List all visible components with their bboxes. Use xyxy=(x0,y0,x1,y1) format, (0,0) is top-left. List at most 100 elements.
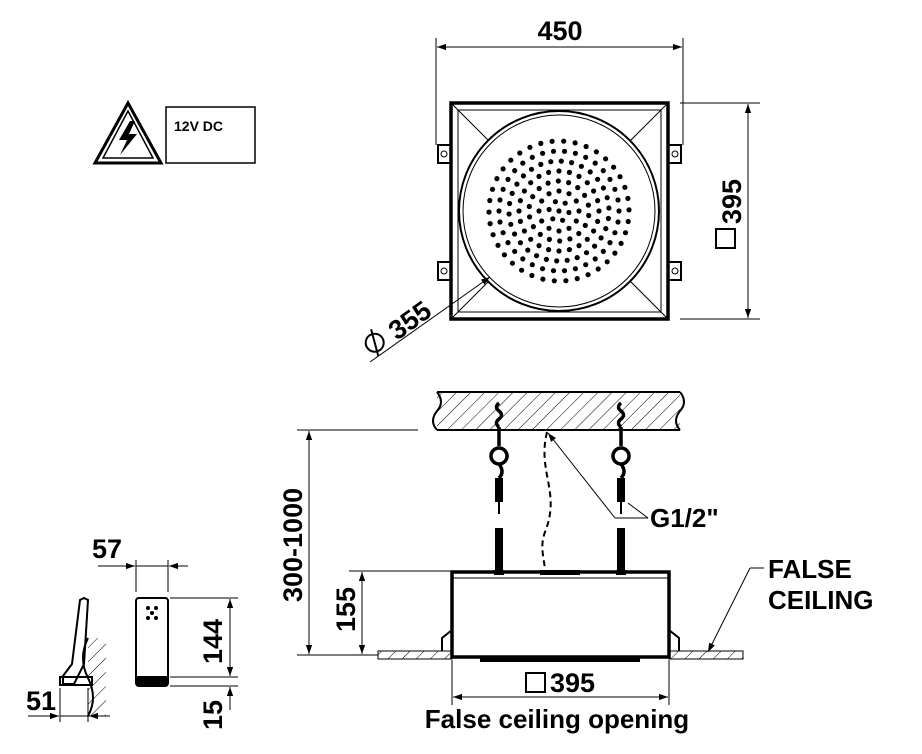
nozzle-hole xyxy=(534,253,540,259)
nozzle-hole xyxy=(536,243,542,249)
nozzle-hole xyxy=(587,169,593,175)
nozzle-hole xyxy=(538,140,544,146)
height-dimension: 395 xyxy=(717,179,747,224)
nozzle-hole xyxy=(626,207,632,213)
nozzle-hole xyxy=(486,209,492,215)
nozzle-hole xyxy=(500,230,506,236)
nozzle-hole xyxy=(537,231,543,237)
nozzle-hole xyxy=(612,186,618,192)
nozzle-hole xyxy=(548,159,554,165)
nozzle-hole xyxy=(555,178,561,184)
nozzle-hole xyxy=(494,176,500,182)
top-view: 450 395 355 xyxy=(364,16,760,363)
nozzle-hole xyxy=(519,267,525,273)
nozzle-hole xyxy=(603,226,609,232)
shower-plate-outline xyxy=(449,101,670,321)
nozzle-hole xyxy=(546,169,552,175)
nozzle-hole xyxy=(545,180,551,186)
nozzle-hole xyxy=(530,224,537,230)
nozzle-hole xyxy=(566,247,573,253)
control-base-dimension: 15 xyxy=(198,700,228,730)
nozzle-hole xyxy=(539,198,545,204)
nozzle-hole xyxy=(583,250,590,256)
nozzle-hole xyxy=(538,161,544,167)
nozzle-hole xyxy=(576,208,582,214)
nozzle-hole xyxy=(622,230,629,236)
control-unit-views: 57 144 15 51 xyxy=(26,534,238,730)
nozzle-hole xyxy=(586,212,592,219)
shower-body xyxy=(450,570,671,659)
nozzle-hole xyxy=(527,214,533,220)
nozzle-hole xyxy=(497,219,503,225)
nozzle-hole xyxy=(536,208,542,214)
water-hose xyxy=(541,431,552,573)
nozzle-hole xyxy=(521,228,528,234)
nozzle-hole xyxy=(561,138,567,144)
nozzle-hole xyxy=(517,150,523,156)
nozzle-hole xyxy=(489,186,496,192)
nozzle-hole xyxy=(625,218,631,225)
suspension-length-dimension: 300-1000 xyxy=(278,488,308,602)
nozzle-hole xyxy=(600,168,606,174)
suspension-cable-right xyxy=(611,401,631,572)
nozzle-hole xyxy=(551,278,557,284)
nozzle-hole xyxy=(487,197,493,204)
nozzle-hole xyxy=(604,259,610,265)
spray-nozzles xyxy=(486,138,632,284)
nozzle-hole xyxy=(517,240,524,246)
nozzle-hole xyxy=(573,198,579,204)
nozzle-hole xyxy=(561,268,568,274)
nozzle-hole xyxy=(566,209,572,216)
nozzle-hole xyxy=(569,160,575,166)
voltage-label-box xyxy=(165,106,256,164)
nozzle-hole xyxy=(566,169,573,175)
nozzle-hole xyxy=(490,232,496,238)
nozzle-hole xyxy=(574,276,580,282)
nozzle-hole xyxy=(574,255,580,261)
nozzle-hole xyxy=(582,192,588,198)
nozzle-hole xyxy=(550,148,557,154)
nozzle-hole xyxy=(596,208,602,214)
nozzle-hole xyxy=(592,160,598,166)
nozzle-hole xyxy=(500,166,506,172)
nozzle-hole xyxy=(598,235,604,241)
nozzle-hole xyxy=(546,247,552,253)
nozzle-hole xyxy=(550,268,557,274)
nozzle-hole xyxy=(583,143,589,150)
nozzle-hole xyxy=(615,219,621,225)
nozzle-hole xyxy=(583,262,589,268)
nozzle-hole xyxy=(576,243,582,249)
nozzle-hole xyxy=(585,272,591,278)
nozzle-hole xyxy=(566,180,572,186)
nozzle-hole xyxy=(520,173,527,179)
nozzle-hole xyxy=(543,256,550,262)
nozzle-hole xyxy=(556,228,562,234)
nozzle-hole xyxy=(520,160,526,166)
nozzle-hole xyxy=(582,222,588,228)
false-ceiling-right xyxy=(668,650,744,660)
nozzle-hole xyxy=(605,215,612,222)
nozzle-hole xyxy=(516,208,522,214)
nozzle-hole xyxy=(517,198,524,204)
nozzle-hole xyxy=(612,230,618,236)
nozzle-hole xyxy=(584,180,590,186)
control-unit-front xyxy=(135,597,169,687)
nozzle-hole xyxy=(511,231,518,237)
side-view: G1/2" FALSE CEILING 300-1000 155 3 xyxy=(278,391,873,734)
nozzle-hole xyxy=(529,262,535,268)
nozzle-hole xyxy=(561,148,568,154)
nozzle-hole xyxy=(562,200,568,206)
nozzle-hole xyxy=(584,236,590,242)
opening-size-dimension: 395 xyxy=(550,668,595,698)
nozzle-hole xyxy=(554,258,560,264)
nozzle-hole xyxy=(507,200,513,207)
nozzle-hole xyxy=(526,203,532,210)
false-ceiling-label-line1: FALSE xyxy=(768,554,852,584)
nozzle-hole xyxy=(600,248,606,254)
nozzle-hole xyxy=(550,216,556,222)
nozzle-hole xyxy=(540,276,546,282)
nozzle-hole xyxy=(528,166,535,172)
nozzle-hole xyxy=(505,240,511,246)
nozzle-hole xyxy=(564,257,570,263)
nozzle-hole xyxy=(578,163,585,169)
